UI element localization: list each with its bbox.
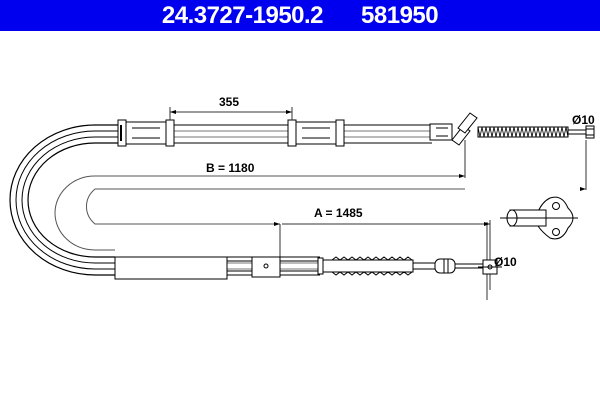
dimension-355 [169, 107, 293, 120]
reference-number: 581950 [361, 1, 439, 29]
part-number: 24.3727-1950.2 [161, 1, 324, 29]
title-bar: 24.3727-1950.2 581950 [0, 0, 600, 31]
sleeve-spacing-label: 355 [219, 95, 239, 109]
sleeve-right [287, 119, 345, 147]
bottom-cable [114, 256, 320, 280]
inner-loop [54, 175, 465, 251]
cable-loop [9, 124, 120, 276]
length-a-label: A = 1485 [314, 206, 363, 220]
length-b-label: B = 1180 [206, 161, 255, 175]
top-end-fitting [429, 112, 595, 146]
sleeve-left [117, 119, 175, 147]
bottom-diameter-label: Ø10 [494, 255, 517, 269]
dimension-b [464, 140, 587, 190]
bellows-boot [317, 256, 502, 276]
top-diameter-label: Ø10 [572, 113, 595, 127]
mounting-bracket [500, 196, 578, 240]
